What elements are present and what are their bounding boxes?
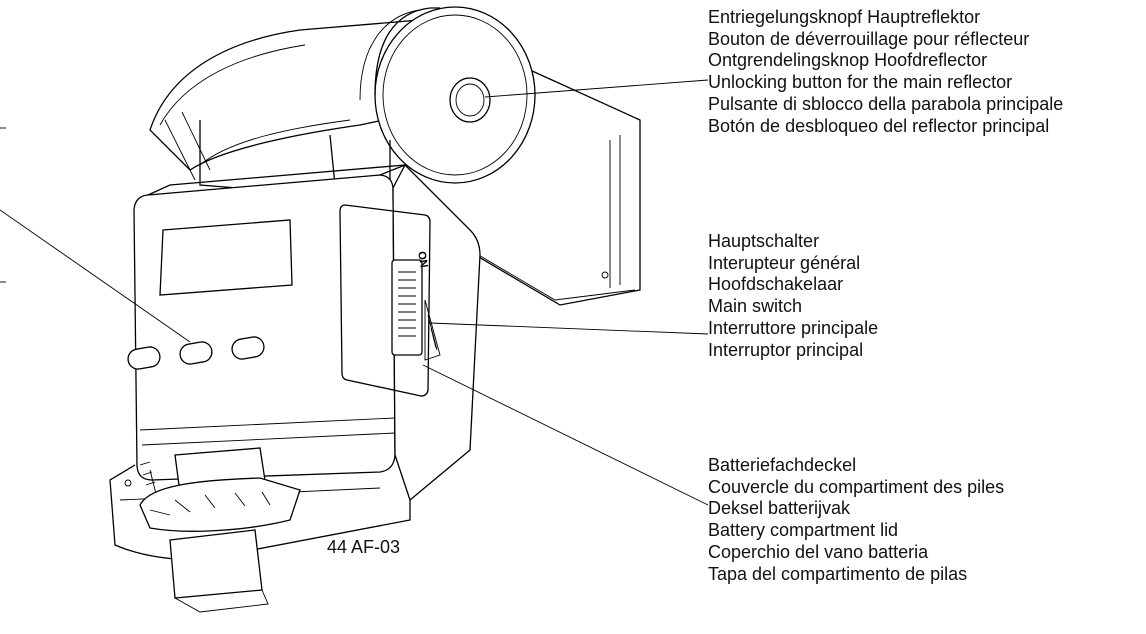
label-line: Deksel batterijvak [708,498,851,519]
function-button [231,336,265,360]
label-line: Hauptschalter [708,231,820,251]
label-line: Couvercle du compartiment des piles [708,476,1005,497]
label-main-reflector-release: Entriegelungsknopf Hauptreflektor Bouton… [708,7,1063,137]
label-line: Unlocking button for the main reflector [708,72,1013,93]
hot-shoe-foot [139,447,301,613]
main-switch: ON [391,250,441,361]
leader-line-battery-lid [422,364,709,506]
label-line: Hoofdschakelaar [708,274,844,295]
screw-icon [601,271,609,279]
label-line: Interupteur général [708,252,861,273]
battery-compartment-lid [339,204,431,397]
label-line: Battery compartment lid [708,520,899,541]
function-button [179,341,213,365]
switch-on-marking: ON [415,250,430,268]
label-line: Batteriefachdeckel [708,455,857,475]
label-line: Interruttore principale [708,317,879,338]
reflector-head [149,6,641,306]
label-battery-lid: Batteriefachdeckel Couvercle du comparti… [708,455,1004,585]
leader-line-main-switch [429,322,709,335]
lcd-window [159,219,293,296]
label-line: Ontgrendelingsknop Hoofdreflector [708,50,988,71]
label-line: Bouton de déverrouillage pour réflecteur [708,28,1030,49]
label-line: Pulsante di sblocco della parabola princ… [708,93,1064,114]
label-line: Main switch [708,296,803,317]
label-line: Coperchio del vano batteria [708,541,929,562]
label-main-switch: Hauptschalter Interupteur général Hoofds… [708,231,878,361]
label-line: Entriegelungsknopf Hauptreflektor [708,7,981,27]
leader-lines [0,79,709,506]
label-line: Interruptor principal [708,339,864,360]
function-button [127,346,161,370]
leader-line-buttons [0,209,191,343]
model-code: 44 AF-03 [327,537,401,557]
leader-line-reflector-release [484,79,709,98]
flash-body: ON [109,163,481,613]
label-line: Botón de desbloqueo del reflector princi… [708,115,1050,136]
label-line: Tapa del compartimento de pilas [708,563,968,584]
